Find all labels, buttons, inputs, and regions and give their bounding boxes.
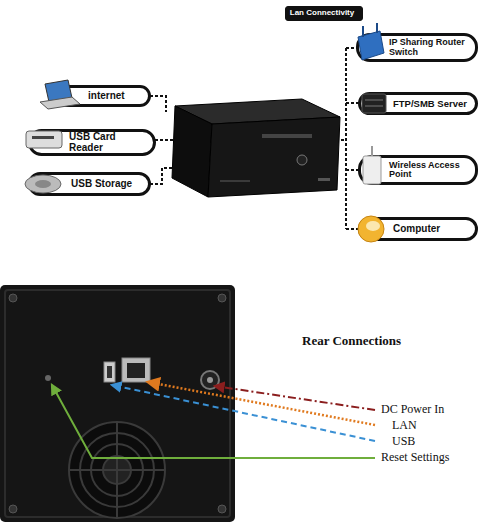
device-pill: Wireless Access Point xyxy=(358,155,478,185)
device-pill: USB Storage xyxy=(28,172,151,196)
device-name: USB Card Reader xyxy=(69,132,149,153)
port-label: DC Power In xyxy=(381,402,444,417)
dashed-wire xyxy=(150,168,172,184)
device-name: IP Sharing Router Switch xyxy=(389,38,471,57)
dashed-wire xyxy=(150,96,166,112)
leader-line xyxy=(215,386,375,410)
port-label: Reset Settings xyxy=(381,450,449,465)
front-trim xyxy=(220,180,250,182)
device-name: USB Storage xyxy=(71,179,132,190)
screw xyxy=(9,294,17,302)
reset-hole xyxy=(45,375,51,381)
fan-spokes xyxy=(69,422,165,518)
screw xyxy=(9,505,17,513)
leader-line xyxy=(148,382,375,425)
usb-slot xyxy=(107,366,112,378)
device-pill: internet xyxy=(55,85,151,107)
leader-lines xyxy=(52,382,375,458)
leader-line xyxy=(52,385,375,458)
device-pill: USB Card Reader xyxy=(28,129,156,156)
device-name: Wireless Access Point xyxy=(389,161,471,180)
device-front xyxy=(208,117,340,197)
card-slot xyxy=(262,134,312,138)
media-device xyxy=(172,99,340,197)
rear-photo xyxy=(0,285,235,522)
power-button xyxy=(297,155,307,165)
device-pill: IP Sharing Router Switch xyxy=(356,33,478,62)
leader-line xyxy=(112,385,375,441)
screw xyxy=(218,294,226,302)
port-label: LAN xyxy=(392,418,417,433)
device-name: internet xyxy=(88,91,125,102)
lan-port xyxy=(122,358,150,382)
dashed-wire xyxy=(155,139,174,141)
rear-panel xyxy=(0,285,235,522)
device-name: FTP/SMB Server xyxy=(393,99,467,109)
section-heading: Lan Connectivity xyxy=(290,9,354,17)
section-tab: Lan Connectivity xyxy=(285,6,363,21)
section-title: Rear Connections xyxy=(302,333,401,349)
device-name: Computer xyxy=(393,224,440,235)
dashed-wire xyxy=(345,48,347,229)
device-pill: Computer xyxy=(358,217,478,241)
usb-port xyxy=(104,362,115,382)
device-pill: FTP/SMB Server xyxy=(358,92,478,115)
logo-plate xyxy=(318,178,330,181)
fan-grill xyxy=(69,422,165,518)
lan-socket xyxy=(127,363,145,378)
screw xyxy=(218,505,226,513)
port-label: USB xyxy=(392,434,415,449)
connection-wires xyxy=(150,48,362,229)
device-side xyxy=(172,106,212,197)
dc-pin xyxy=(207,377,213,383)
